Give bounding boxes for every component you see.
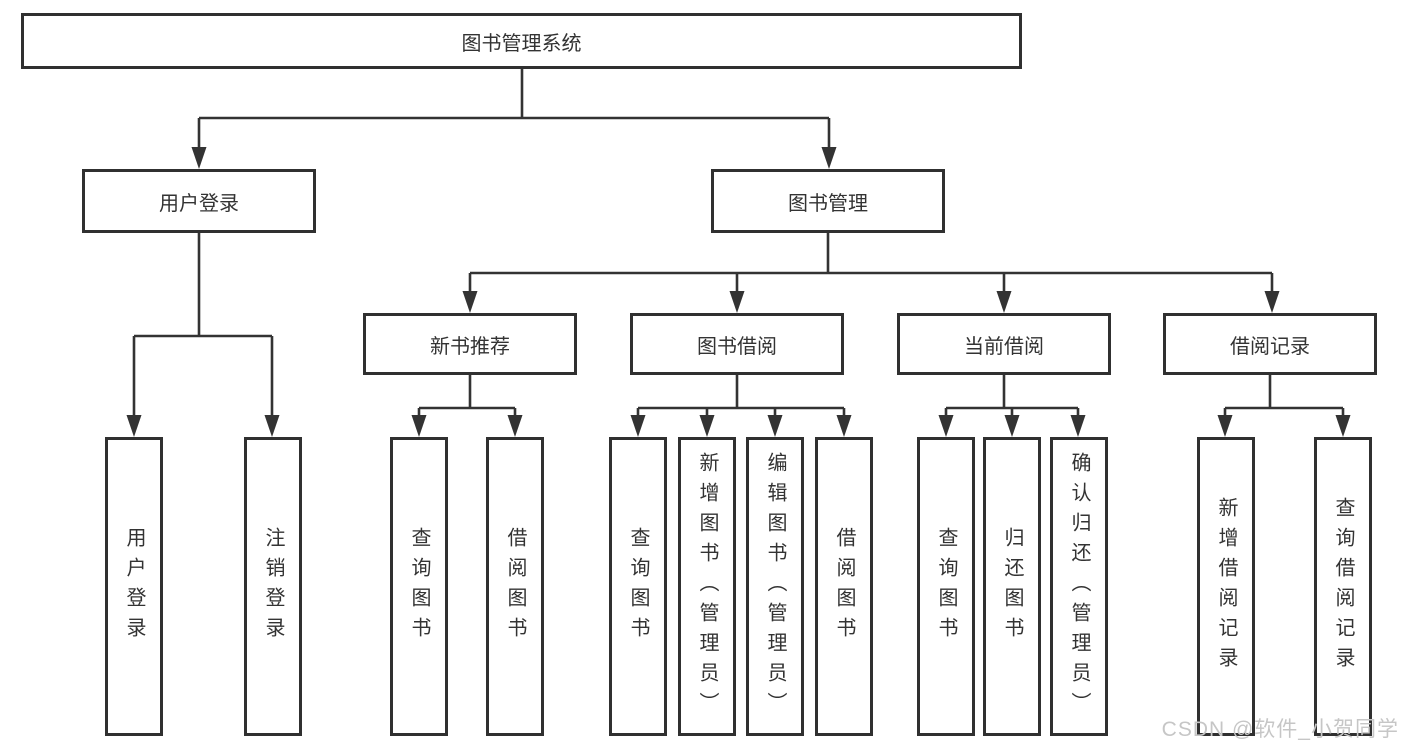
leaf-borrow-books-recommend: 借阅图书 [486, 437, 544, 736]
node-label: 查询借阅记录 [1332, 496, 1354, 677]
node-label: 图书借阅 [697, 335, 777, 358]
node-label: 图书管理 [788, 192, 868, 215]
node-library-management-system: 图书管理系统 [21, 13, 1022, 69]
leaf-confirm-return-admin: 确认归还（管理员） [1050, 437, 1108, 736]
leaf-add-book-admin: 新增图书（管理员） [678, 437, 736, 736]
node-label: 当前借阅 [964, 335, 1044, 358]
node-label: 借阅图书 [504, 526, 526, 647]
node-label: 新增借阅记录 [1215, 496, 1237, 677]
node-label: 图书管理系统 [461, 32, 582, 55]
node-label: 查询图书 [627, 526, 649, 647]
leaf-query-books-borrowing: 查询图书 [609, 437, 667, 736]
node-current-borrowing: 当前借阅 [897, 313, 1111, 375]
leaf-borrow-books-borrowing: 借阅图书 [815, 437, 873, 736]
node-label: 新书推荐 [430, 335, 510, 358]
watermark: CSDN @软件_小贺同学 [1161, 718, 1399, 741]
node-label: 借阅记录 [1230, 335, 1310, 358]
leaf-query-books-current: 查询图书 [917, 437, 975, 736]
node-label: 编辑图书（管理员） [764, 451, 786, 722]
node-label: 注销登录 [262, 526, 284, 647]
leaf-edit-book-admin: 编辑图书（管理员） [746, 437, 804, 736]
node-label: 用户登录 [123, 526, 145, 647]
node-label: 用户登录 [159, 192, 239, 215]
node-user-login: 用户登录 [82, 169, 316, 233]
leaf-logout: 注销登录 [244, 437, 302, 736]
leaf-query-books-recommend: 查询图书 [390, 437, 448, 736]
leaf-return-book: 归还图书 [983, 437, 1041, 736]
leaf-add-borrow-record: 新增借阅记录 [1197, 437, 1255, 736]
node-label: 借阅图书 [833, 526, 855, 647]
node-label: 查询图书 [935, 526, 957, 647]
node-label: 查询图书 [408, 526, 430, 647]
leaf-user-login: 用户登录 [105, 437, 163, 736]
leaf-query-borrow-record: 查询借阅记录 [1314, 437, 1372, 736]
node-book-borrowing: 图书借阅 [630, 313, 844, 375]
node-label: 归还图书 [1001, 526, 1023, 647]
node-borrowing-records: 借阅记录 [1163, 313, 1377, 375]
node-label: 新增图书（管理员） [696, 451, 718, 722]
node-book-management: 图书管理 [711, 169, 945, 233]
node-label: 确认归还（管理员） [1068, 451, 1090, 722]
node-new-book-recommendation: 新书推荐 [363, 313, 577, 375]
